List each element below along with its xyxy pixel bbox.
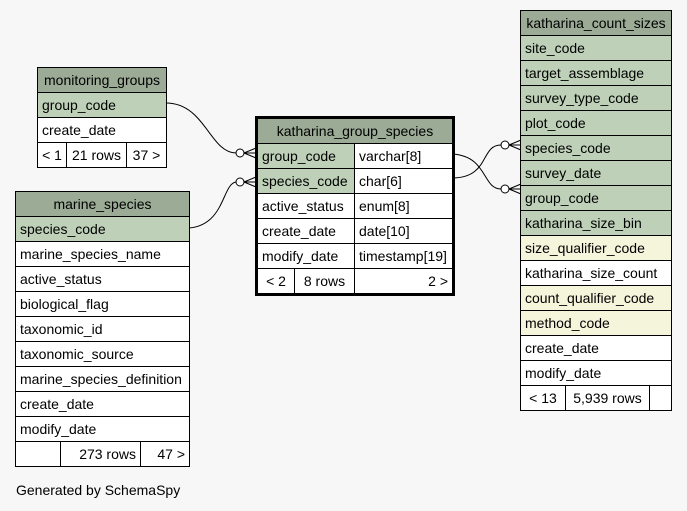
link-group-code (165, 102, 237, 154)
table-footer: < 2 8 rows 2 > (258, 269, 452, 293)
children-link[interactable]: 37 > (126, 143, 166, 167)
row-count: 273 rows (60, 442, 140, 466)
column-row[interactable]: marine_species_name (16, 242, 189, 267)
table-footer: < 1 21 rows 37 > (38, 143, 166, 167)
column-name: create_date (20, 396, 94, 412)
row-count: 21 rows (66, 143, 126, 167)
column-name: active_status (262, 198, 344, 214)
column-row[interactable]: create_date (16, 392, 189, 417)
column-type: date[10] (354, 219, 452, 243)
column-row[interactable]: species_code char[6] (258, 169, 452, 194)
parents-link[interactable]: < 13 (529, 390, 557, 406)
column-name: group_code (525, 190, 599, 206)
table-katharina-group-species[interactable]: katharina_group_species group_code varch… (255, 116, 455, 296)
column-type: timestamp[19] (354, 244, 452, 268)
column-type: char[6] (354, 169, 452, 193)
generated-by-text: Generated by SchemaSpy (16, 482, 181, 498)
column-name: survey_type_code (525, 90, 639, 106)
table-marine-species[interactable]: marine_species species_code marine_speci… (15, 191, 190, 467)
column-row[interactable]: modify_date timestamp[19] (258, 244, 452, 269)
column-row[interactable]: create_date (38, 118, 166, 143)
link-species-code (188, 181, 237, 229)
column-row[interactable]: site_code (521, 36, 671, 61)
column-name: survey_date (525, 165, 602, 181)
column-name: marine_species_definition (20, 371, 182, 387)
column-name: create_date (525, 340, 599, 356)
parents-link[interactable]: < 1 (42, 147, 62, 163)
row-count: 5,939 rows (565, 386, 649, 410)
column-row[interactable]: group_code (38, 93, 166, 118)
column-name: katharina_size_count (525, 265, 658, 281)
column-name: active_status (20, 271, 102, 287)
column-name: modify_date (20, 421, 97, 437)
column-name: species_code (20, 221, 106, 237)
column-name: group_code (42, 97, 116, 113)
children-link[interactable] (649, 386, 671, 410)
column-name: modify_date (525, 365, 602, 381)
column-row[interactable]: modify_date (521, 361, 671, 386)
column-row[interactable]: species_code (521, 136, 671, 161)
column-row[interactable]: biological_flag (16, 292, 189, 317)
table-title[interactable]: monitoring_groups (38, 68, 166, 93)
table-footer: < 13 5,939 rows (521, 386, 671, 410)
column-row[interactable]: species_code (16, 217, 189, 242)
column-name: modify_date (262, 248, 339, 264)
column-row[interactable]: katharina_size_bin (521, 211, 671, 236)
column-row[interactable]: group_code (521, 186, 671, 211)
link-kcs-group (451, 153, 502, 190)
column-name: katharina_size_bin (525, 215, 642, 231)
link-kcs-species-circle (500, 140, 510, 150)
column-row[interactable]: katharina_size_count (521, 261, 671, 286)
column-row[interactable]: modify_date (16, 417, 189, 442)
column-name: plot_code (525, 115, 586, 131)
column-name: create_date (42, 122, 116, 138)
table-monitoring-groups[interactable]: monitoring_groups group_code create_date… (37, 67, 167, 168)
column-row[interactable]: active_status enum[8] (258, 194, 452, 219)
table-title[interactable]: katharina_count_sizes (521, 11, 671, 36)
column-row[interactable]: active_status (16, 267, 189, 292)
link-kcs-species (451, 144, 502, 179)
column-row[interactable]: plot_code (521, 111, 671, 136)
column-row[interactable]: target_assemblage (521, 61, 671, 86)
column-row[interactable]: survey_type_code (521, 86, 671, 111)
column-name: marine_species_name (20, 246, 161, 262)
column-name: biological_flag (20, 296, 109, 312)
column-name: taxonomic_id (20, 321, 103, 337)
parents-link[interactable] (16, 442, 60, 466)
column-row[interactable]: create_date date[10] (258, 219, 452, 244)
column-name: target_assemblage (525, 65, 645, 81)
column-row[interactable]: group_code varchar[8] (258, 144, 452, 169)
table-footer: 273 rows 47 > (16, 442, 189, 466)
link-species-code-circle (235, 177, 245, 187)
column-type: enum[8] (354, 194, 452, 218)
parents-link[interactable]: < 2 (266, 273, 286, 289)
table-katharina-count-sizes[interactable]: katharina_count_sizes site_code target_a… (520, 10, 672, 411)
column-name: method_code (525, 315, 610, 331)
column-row[interactable]: survey_date (521, 161, 671, 186)
column-row[interactable]: marine_species_definition (16, 367, 189, 392)
column-row[interactable]: size_qualifier_code (521, 236, 671, 261)
table-title[interactable]: katharina_group_species (258, 119, 452, 144)
children-link[interactable]: 2 > (354, 269, 452, 293)
column-name: taxonomic_source (20, 346, 134, 362)
column-row[interactable]: count_qualifier_code (521, 286, 671, 311)
column-row[interactable]: create_date (521, 336, 671, 361)
column-name: group_code (258, 144, 354, 168)
column-name: species_code (525, 140, 611, 156)
row-count: 8 rows (294, 269, 354, 293)
column-name: size_qualifier_code (525, 240, 645, 256)
table-title[interactable]: marine_species (16, 192, 189, 217)
column-name: species_code (258, 169, 354, 193)
link-group-code-circle (235, 148, 245, 158)
link-kcs-group-circle (500, 184, 510, 194)
column-row[interactable]: method_code (521, 311, 671, 336)
column-row[interactable]: taxonomic_source (16, 342, 189, 367)
column-name: create_date (262, 223, 336, 239)
column-name: site_code (525, 40, 585, 56)
column-name: count_qualifier_code (525, 290, 655, 306)
column-row[interactable]: taxonomic_id (16, 317, 189, 342)
children-link[interactable]: 47 > (140, 442, 189, 466)
column-type: varchar[8] (354, 144, 452, 168)
